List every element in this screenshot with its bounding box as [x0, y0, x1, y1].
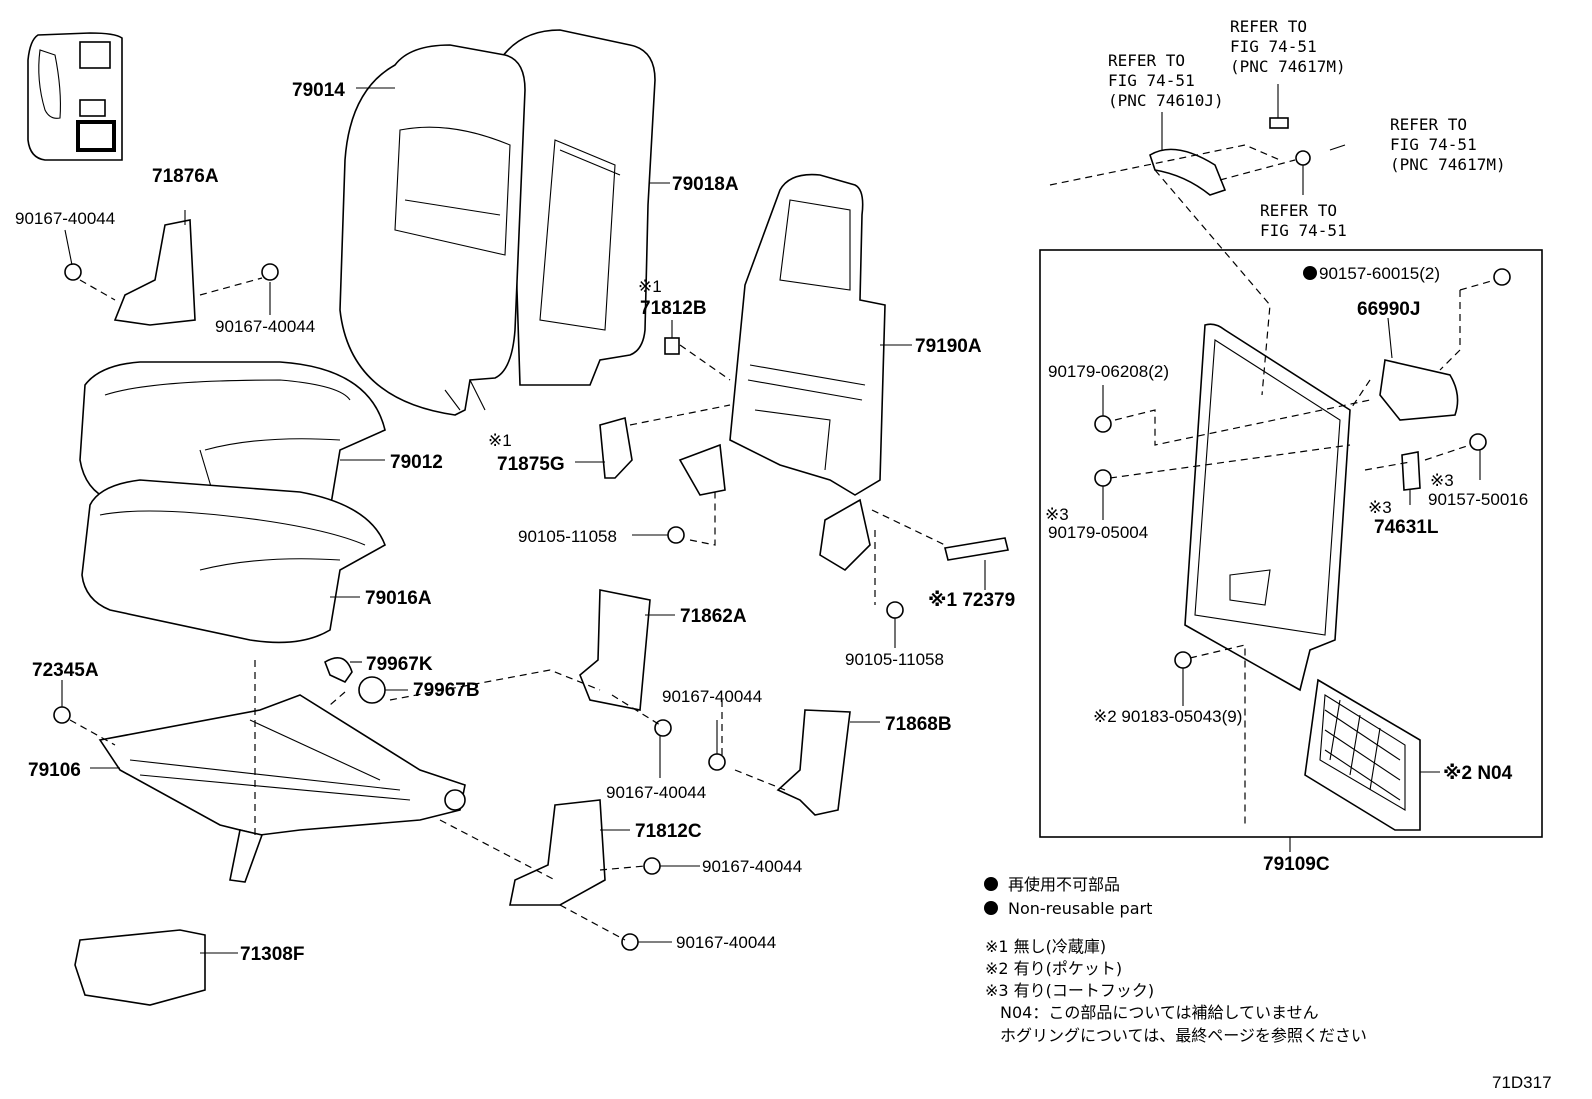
- vehicle-locator-icon: [27, 32, 123, 161]
- pad-79967B: [358, 676, 386, 704]
- label-66990J: 66990J: [1357, 299, 1420, 320]
- bracket-74631L: [1401, 451, 1421, 491]
- label-71876A: 71876A: [152, 166, 219, 187]
- cover-71868B: [776, 709, 851, 816]
- label-79967K: 79967K: [366, 654, 433, 675]
- assembly-lines: [69, 144, 1496, 941]
- label-71862A: 71862A: [680, 606, 747, 627]
- legend-dot-icon: [984, 877, 998, 891]
- cover-71812C: [509, 799, 606, 906]
- label-90167-40044-f: 90167-40044: [676, 933, 776, 952]
- clip-79967K: [324, 656, 353, 684]
- leader-lines: [61, 84, 1481, 954]
- label-90167-40044-c: 90167-40044: [662, 687, 762, 706]
- note-71812B: ※1: [638, 277, 662, 296]
- seatback-frame-79190A: [678, 173, 886, 572]
- label-79967B: 79967B: [413, 680, 480, 701]
- label-71812C: 71812C: [635, 821, 702, 842]
- label-74631L: 74631L: [1374, 517, 1439, 538]
- nonreusable-marker-icon: [1303, 266, 1317, 280]
- refer-3-line-1: REFER TO: [1390, 115, 1467, 134]
- assembly-box-79109C: [1039, 249, 1543, 838]
- label-90179-06208: 90179-06208(2): [1048, 362, 1169, 381]
- label-90157-50016: 90157-50016: [1428, 490, 1528, 509]
- legend-note-2: ※2 有り(ポケット): [985, 959, 1122, 978]
- label-N04: ※2 N04: [1443, 763, 1513, 784]
- cover-71876A: [113, 219, 196, 326]
- label-90167-40044-a: 90167-40044: [15, 209, 115, 228]
- refer-1-line-2: FIG 74-51: [1108, 71, 1195, 90]
- refer-2-line-1: REFER TO: [1230, 17, 1307, 36]
- cap-72379: [944, 537, 1009, 561]
- bolt-icons: [53, 150, 1511, 951]
- seat-cushion-pad-79016A: [81, 479, 386, 644]
- refer-2-line-2: FIG 74-51: [1230, 37, 1317, 56]
- legend-nonreusable-jp: 再使用不可部品: [1008, 875, 1120, 894]
- label-90105-11058-a: 90105-11058: [518, 527, 617, 546]
- seatback-cover-79014: [339, 44, 526, 416]
- refer-4-line-1: REFER TO: [1260, 201, 1337, 220]
- legend-note-5: ホグリングについては、最終ページを参照ください: [1000, 1026, 1367, 1045]
- handle-74610J: [1149, 148, 1227, 196]
- cover-71862A: [579, 589, 651, 711]
- label-79016A: 79016A: [365, 588, 432, 609]
- label-90167-40044-e: 90167-40044: [702, 857, 802, 876]
- label-79012: 79012: [390, 452, 443, 473]
- refer-1-line-3: (PNC 74610J): [1108, 91, 1224, 110]
- legend-note-4: N04：この部品については補給していません: [1000, 1003, 1319, 1022]
- label-90167-40044-b: 90167-40044: [215, 317, 315, 336]
- refer-2-line-3: (PNC 74617M): [1230, 57, 1346, 76]
- label-79109C: 79109C: [1263, 854, 1330, 875]
- label-79190A: 79190A: [915, 336, 982, 357]
- bracket-71308F: [74, 929, 206, 1006]
- refer-block-1: REFER TO FIG 74-51 (PNC 74610J): [1108, 51, 1224, 110]
- hook-66990J: [1379, 359, 1459, 421]
- note-90179-05004: ※3: [1045, 505, 1069, 524]
- legend-dot-icon: [984, 901, 998, 915]
- legend-nonreusable-en: Non-reusable part: [1008, 899, 1152, 918]
- label-71308F: 71308F: [240, 944, 304, 965]
- cushion-frame-79106: [98, 694, 466, 883]
- cover-71875G: [599, 416, 633, 479]
- label-90183-05043: ※2 90183-05043(9): [1093, 707, 1242, 726]
- label-90167-40044-d: 90167-40044: [606, 783, 706, 802]
- refer-block-4: REFER TO FIG 74-51: [1260, 201, 1347, 240]
- refer-1-line-1: REFER TO: [1108, 51, 1185, 70]
- legend: 再使用不可部品 Non-reusable part ※1 無し(冷蔵庫) ※2 …: [984, 875, 1367, 1045]
- label-71868B: 71868B: [885, 714, 952, 735]
- seatback-cover-79018A: [498, 29, 656, 386]
- label-72345A: 72345A: [32, 660, 99, 681]
- legend-note-1: ※1 無し(冷蔵庫): [985, 937, 1106, 956]
- refer-block-3: REFER TO FIG 74-51 (PNC 74617M): [1390, 115, 1506, 174]
- label-71875G: 71875G: [497, 454, 565, 475]
- note-71875G: ※1: [488, 431, 512, 450]
- label-90179-05004: 90179-05004: [1048, 523, 1148, 542]
- legend-note-3: ※3 有り(コートフック): [985, 981, 1154, 1000]
- seatback-board-79109C: [1184, 323, 1351, 692]
- label-71812B: 71812B: [640, 298, 707, 319]
- label-90157-60015: 90157-60015(2): [1319, 264, 1440, 283]
- refer-3-line-3: (PNC 74617M): [1390, 155, 1506, 174]
- refer-block-2: REFER TO FIG 74-51 (PNC 74617M): [1230, 17, 1346, 76]
- label-79018A: 79018A: [672, 174, 739, 195]
- label-72379: ※1 72379: [928, 590, 1015, 611]
- label-90105-11058-b: 90105-11058: [845, 650, 944, 669]
- clip-71812B: [664, 337, 680, 355]
- label-79014: 79014: [292, 80, 345, 101]
- refer-3-line-2: FIG 74-51: [1390, 135, 1477, 154]
- label-79106: 79106: [28, 760, 81, 781]
- refer-4-line-2: FIG 74-51: [1260, 221, 1347, 240]
- note-74631L: ※3: [1368, 498, 1392, 517]
- seatback-pocket-N04: [1304, 678, 1421, 831]
- diagram-id: 71D317: [1492, 1073, 1552, 1092]
- note-90157-50016: ※3: [1430, 471, 1454, 490]
- clip-74617M: [1269, 117, 1289, 129]
